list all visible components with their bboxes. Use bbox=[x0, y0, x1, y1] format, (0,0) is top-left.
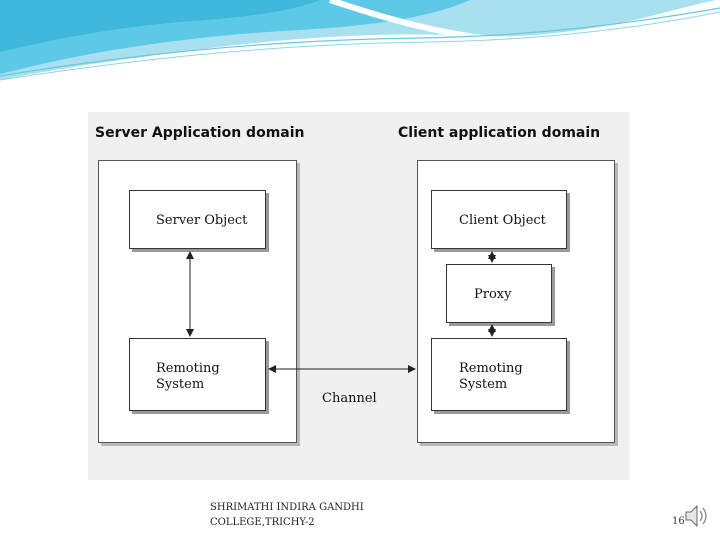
page-number: 16 bbox=[672, 516, 685, 527]
proxy-label: Proxy bbox=[474, 287, 512, 302]
server-object-box: Server Object bbox=[129, 190, 266, 249]
client-remoting-label: Remoting System bbox=[459, 361, 523, 392]
header-wave-banner bbox=[0, 0, 720, 81]
client-remoting-box: Remoting System bbox=[431, 338, 567, 411]
client-object-box: Client Object bbox=[431, 190, 567, 249]
server-remoting-box: Remoting System bbox=[129, 338, 266, 411]
server-remoting-label: Remoting System bbox=[156, 361, 220, 392]
client-domain-title: Client application domain bbox=[398, 125, 601, 141]
proxy-box: Proxy bbox=[446, 264, 552, 323]
server-domain-title: Server Application domain bbox=[95, 125, 305, 141]
channel-label: Channel bbox=[322, 391, 377, 406]
client-object-label: Client Object bbox=[459, 213, 546, 228]
speaker-icon[interactable] bbox=[684, 503, 712, 529]
server-object-label: Server Object bbox=[156, 213, 248, 228]
footer-institution: SHRIMATHI INDIRA GANDHI COLLEGE,TRICHY-2 bbox=[210, 502, 364, 528]
